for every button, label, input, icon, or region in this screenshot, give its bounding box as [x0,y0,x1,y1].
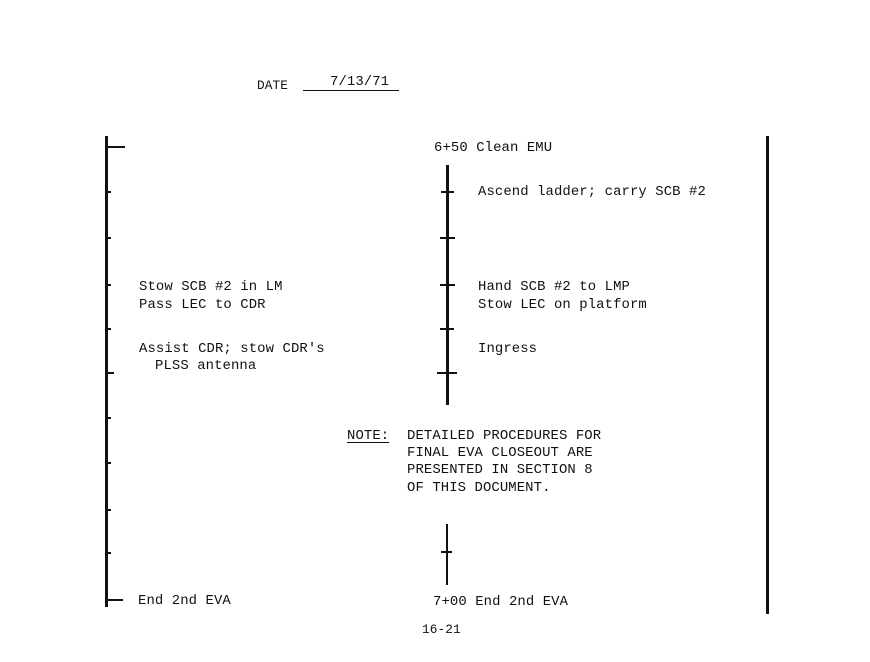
page-number: 16-21 [422,622,461,637]
right-item: Hand SCB #2 to LMP [478,279,630,295]
timeline-tick [105,599,123,601]
timeline-tick [437,372,457,374]
right-start: 6+50 Clean EMU [434,140,553,156]
timeline-tick [441,551,452,553]
timeline-tick [440,237,455,239]
timeline-tick [105,191,111,193]
timeline-tick [105,552,111,554]
timeline-tick [105,284,111,286]
timeline-tick [105,509,111,511]
left-item: PLSS antenna [155,358,257,374]
left-item: Stow SCB #2 in LM [139,279,283,295]
note-line: PRESENTED IN SECTION 8 [407,462,593,478]
timeline-tick [105,462,111,464]
timeline-tick [105,372,114,374]
timeline-tick [105,146,125,148]
timeline-tick [441,191,454,193]
right-border-line [766,136,769,614]
right-item: Ascend ladder; carry SCB #2 [478,184,706,200]
right-end: 7+00 End 2nd EVA [433,594,569,610]
date-value: 7/13/71 [330,74,390,90]
left-timeline [105,136,108,607]
left-end: End 2nd EVA [138,593,231,609]
date-underline [303,90,399,91]
timeline-tick [105,417,111,419]
left-item: Pass LEC to CDR [139,297,266,313]
timeline-tick [105,328,111,330]
timeline-tick [440,328,454,330]
note-label: NOTE: [347,428,390,444]
right-item: Ingress [478,341,538,357]
note-line: OF THIS DOCUMENT. [407,480,551,496]
note-line: FINAL EVA CLOSEOUT ARE [407,445,593,461]
date-label: DATE [257,78,288,93]
timeline-tick [440,284,455,286]
timeline-tick [105,237,111,239]
note-line: DETAILED PROCEDURES FOR [407,428,602,444]
center-timeline-lower [446,524,448,585]
right-item: Stow LEC on platform [478,297,647,313]
left-item: Assist CDR; stow CDR's [139,341,325,357]
